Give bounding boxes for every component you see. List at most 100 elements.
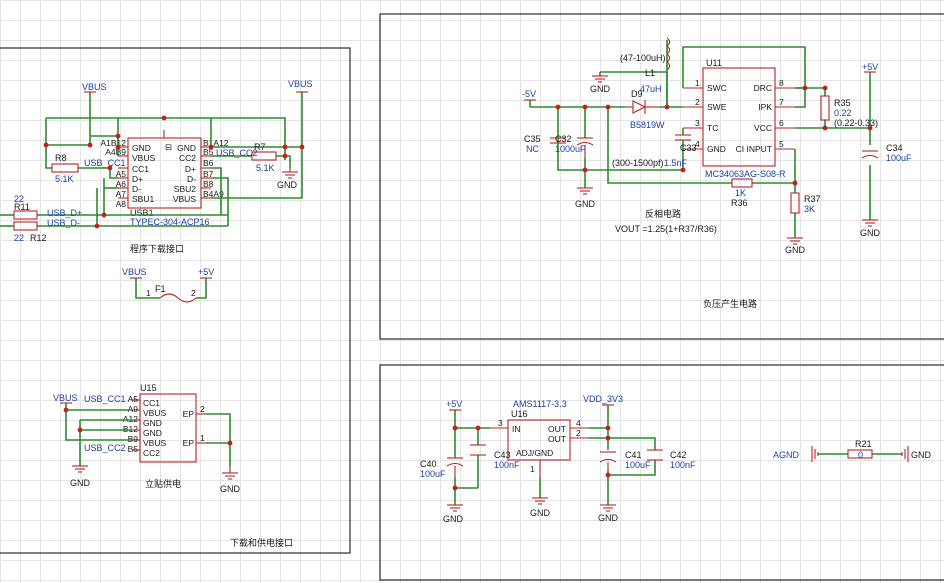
u11-pin-name: TC — [707, 123, 718, 133]
gnd-label: GND — [575, 199, 596, 209]
u11-pin-num: 3 — [695, 118, 700, 128]
l1-range: (47-100uH) — [620, 53, 666, 63]
p5v-label: +5V — [198, 267, 214, 277]
diode-d9[interactable]: D9 B5819W — [625, 89, 665, 130]
c41-value: 100uF — [625, 460, 651, 470]
vbus-power-flag: VBUS — [82, 82, 107, 93]
inductor-l1[interactable]: L1 47uH (47-100uH) — [620, 37, 671, 94]
u11-pin-num: 1 — [695, 78, 700, 88]
vdd-label: VDD_3V3 — [583, 394, 623, 404]
usb1-pin-num: B7 — [203, 169, 214, 179]
resistor-r8[interactable]: R8 5.1K — [51, 153, 79, 184]
wire — [135, 278, 160, 299]
usb1-pin-num: B5 — [203, 147, 214, 157]
c42-ref: C42 — [670, 450, 687, 460]
u15-ref: U15 — [140, 383, 157, 393]
gnd-symbol: GND — [860, 219, 881, 238]
r35-value: 0.22 — [834, 108, 852, 118]
resistor-r11[interactable]: 22 R11 — [13, 194, 38, 220]
r35-ref: R35 — [834, 98, 851, 108]
l1-ref: L1 — [645, 68, 655, 78]
usb1-pin-name: D- — [132, 184, 141, 194]
usb-download-title: 程序下载接口 — [130, 243, 184, 254]
wire — [795, 87, 826, 96]
gnd-symbol: GND — [70, 465, 91, 488]
inverting-title: 反相电路 — [645, 208, 681, 219]
u16-regulator[interactable]: AMS1117-3.3 U16 IN OUT OUT ADJ/GND 3 4 2… — [490, 399, 588, 478]
usb1-part: TYPEC-304-ACP16 — [130, 217, 210, 227]
usb1-pin-name: SBU1 — [132, 194, 154, 204]
usb1-pin-num: A4B9 — [105, 147, 126, 157]
u11-pin-name: GND — [707, 144, 726, 154]
c35-ref: C35 — [524, 134, 541, 144]
capacitor-c43[interactable]: C43 100nF — [470, 444, 520, 470]
d9-ref: D9 — [631, 89, 643, 99]
u11-pin-num: 8 — [779, 78, 784, 88]
wire — [588, 405, 609, 429]
usb1-pin-num: B4A9 — [203, 189, 224, 199]
u15-connector[interactable]: U15 A5 A9 A12 B12 B9 B5 CC1 VBUS GND GND… — [123, 383, 206, 463]
resistor-r36[interactable]: 1K R36 — [731, 178, 753, 208]
gnd-label: GND — [590, 84, 611, 94]
capacitor-c40[interactable]: C40 100uF — [420, 457, 464, 479]
wire — [557, 107, 608, 171]
gnd-symbol: GND — [530, 497, 551, 518]
gnd-label: GND — [220, 484, 241, 494]
usb1-pin-num: A5 — [116, 169, 127, 179]
resistor-r35[interactable]: R35 0.22 (0.22-0.33) — [820, 95, 878, 128]
u11-pin-name: SWC — [707, 83, 727, 93]
r37-value: 3K — [804, 204, 815, 214]
vbus-power-flag: VBUS — [53, 393, 78, 404]
r21-ref: R21 — [855, 439, 872, 449]
n5v-label: -5V — [522, 89, 536, 99]
usb1-pin-name: D- — [187, 174, 196, 184]
u16-pin-name: OUT — [548, 424, 566, 434]
regulator-panel-frame — [379, 364, 944, 581]
u15-pin-name: VBUS — [143, 408, 166, 418]
vbus-label: VBUS — [288, 79, 313, 89]
wire — [65, 403, 132, 441]
c34-ref: C34 — [886, 143, 903, 153]
n5v-power-flag: -5V — [522, 89, 536, 107]
u11-chip[interactable]: U11 SWC SWE TC GND DRC IPK VCC CI INPUT … — [683, 58, 795, 179]
usb1-pin-name: D+ — [132, 174, 143, 184]
capacitor-c32[interactable]: C32 1000uF — [555, 134, 594, 158]
resistor-r12[interactable]: 22 R12 — [13, 221, 47, 243]
d9-part: B5819W — [630, 120, 665, 130]
capacitor-c42[interactable]: C42 100nF — [647, 449, 696, 470]
wire — [45, 92, 91, 169]
resistor-r21[interactable]: R21 0 — [847, 439, 873, 460]
u15-pin-num: 1 — [200, 433, 205, 443]
fuse-f1[interactable]: F1 1 2 VBUS +5V — [122, 267, 214, 303]
u11-ref: U11 — [706, 58, 722, 68]
gnd-label: GND — [443, 514, 464, 524]
capacitor-c33[interactable]: C33 (300-1500pf) 1.5nF — [612, 134, 697, 168]
u15-pin-name: EP — [183, 438, 195, 448]
u15-pin-name: GND — [143, 428, 162, 438]
usb1-connector[interactable]: ⊟ A1B12 A4B9 A5 A6 A7 A8 GND VBUS CC1 D+… — [100, 130, 229, 227]
usb1-ref: USB1 — [130, 208, 154, 218]
usb1-pin-num: A1B12 — [100, 138, 126, 148]
c42-value: 100nF — [670, 460, 696, 470]
usb1-pin-name: VBUS — [132, 153, 155, 163]
capacitor-c34[interactable]: C34 100uF — [861, 143, 912, 163]
capacitor-c35[interactable]: C35 NC — [524, 134, 566, 154]
u15-pin-name: CC1 — [143, 398, 160, 408]
c32-value: 1000uF — [555, 144, 586, 154]
net-label-usb-dm: USB_D- — [47, 218, 80, 228]
p5v-power-flag: +5V — [862, 62, 878, 73]
usb1-pin-name: D+ — [185, 164, 196, 174]
capacitor-c41[interactable]: C41 100uF — [599, 450, 651, 470]
resistor-r7[interactable]: R7 5.1K — [251, 142, 277, 173]
u11-pin-name: DRC — [754, 83, 772, 93]
u16-pin-name: OUT — [548, 434, 566, 444]
u11-pin-num: 2 — [695, 97, 700, 107]
resistor-r37[interactable]: R37 3K — [790, 192, 821, 214]
usb1-pin-num: B6 — [203, 158, 214, 168]
c35-value: NC — [526, 144, 539, 154]
f1-pin-num: 1 — [146, 288, 151, 298]
r12-ref: R12 — [30, 233, 47, 243]
u15-pin-num: A9 — [128, 404, 139, 414]
c40-ref: C40 — [420, 459, 437, 469]
